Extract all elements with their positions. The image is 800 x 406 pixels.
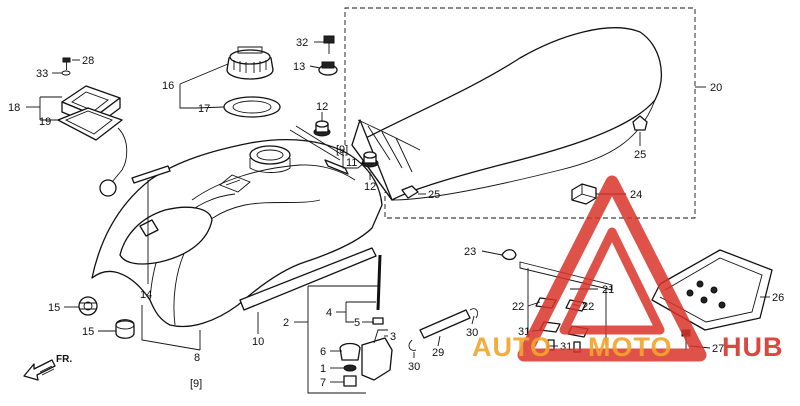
- grommet-15b: [115, 319, 135, 339]
- label-8: 8: [194, 352, 200, 364]
- label-27: 27: [712, 343, 724, 355]
- label-23: 23: [464, 246, 476, 258]
- label-25a: 25: [428, 189, 440, 201]
- label-12a: 12: [316, 101, 328, 113]
- bolt-32: [323, 35, 335, 54]
- fuel-hose-29: [419, 309, 471, 339]
- front-arrow: FR.: [23, 354, 72, 381]
- label-26: 26: [772, 292, 784, 304]
- label-24: 24: [630, 189, 642, 201]
- fuel-tank: [91, 125, 383, 328]
- label-16: 16: [162, 80, 174, 92]
- watermark-text: AUTO MOTO HUB: [472, 332, 784, 362]
- label-13: 13: [293, 61, 305, 73]
- screw-28: [62, 57, 71, 70]
- collar-13: [318, 61, 338, 76]
- label-18: 18: [8, 102, 20, 114]
- label-19: 19: [39, 116, 51, 128]
- label-30a: 30: [466, 327, 478, 339]
- leader-lines: [26, 41, 770, 394]
- clamp-23: [501, 249, 517, 261]
- label-9b: [9]: [336, 144, 348, 156]
- watermark-text-auto: AUTO: [472, 332, 552, 362]
- fuel-cock: [339, 254, 393, 387]
- clip-30b: [408, 339, 417, 351]
- label-22b: 22: [582, 301, 594, 313]
- label-2: 2: [283, 317, 289, 329]
- washer-33: [61, 70, 71, 76]
- pad-14: [131, 165, 171, 184]
- label-21: 21: [602, 284, 614, 296]
- grommet-12a: [313, 120, 331, 137]
- front-label: FR.: [56, 354, 72, 365]
- part-labels: 18 19 28 33 16 17 32 13 12 [9] 11 12 25 …: [8, 37, 784, 390]
- label-9a: [9]: [190, 378, 202, 390]
- filler-cap: [226, 46, 274, 80]
- grommet-15a: [78, 296, 98, 316]
- label-3: 3: [390, 331, 396, 343]
- label-22a: 22: [512, 301, 524, 313]
- label-33: 33: [36, 68, 48, 80]
- fuel-gauge-unit: [57, 85, 128, 197]
- label-12b: 12: [364, 181, 376, 193]
- label-25b: 25: [634, 149, 646, 161]
- label-4: 4: [326, 307, 332, 319]
- label-30b: 30: [408, 361, 420, 373]
- gasket: [223, 96, 281, 118]
- label-20: 20: [710, 82, 722, 94]
- label-28: 28: [82, 55, 94, 67]
- label-29: 29: [432, 347, 444, 359]
- watermark-text-moto: MOTO: [588, 332, 673, 362]
- clip-25a: [401, 185, 419, 199]
- label-5: 5: [354, 317, 360, 329]
- clip-30a: [469, 308, 479, 319]
- watermark-text-hub: HUB: [722, 332, 784, 362]
- bracket-24: [571, 183, 597, 205]
- label-15b: 15: [82, 326, 94, 338]
- label-1: 1: [320, 363, 326, 375]
- label-10: 10: [252, 336, 264, 348]
- seat-dash-box: [344, 7, 696, 219]
- seat: [351, 27, 662, 201]
- label-17: 17: [198, 103, 210, 115]
- label-6: 6: [320, 346, 326, 358]
- clip-25b: [632, 115, 648, 131]
- label-11: 11: [346, 157, 357, 169]
- grommet-12b: [361, 151, 379, 168]
- label-15a: 15: [48, 302, 60, 314]
- watermark-logo: [517, 175, 707, 362]
- label-14: 14: [140, 289, 152, 301]
- label-7: 7: [320, 377, 326, 389]
- label-32: 32: [296, 37, 308, 49]
